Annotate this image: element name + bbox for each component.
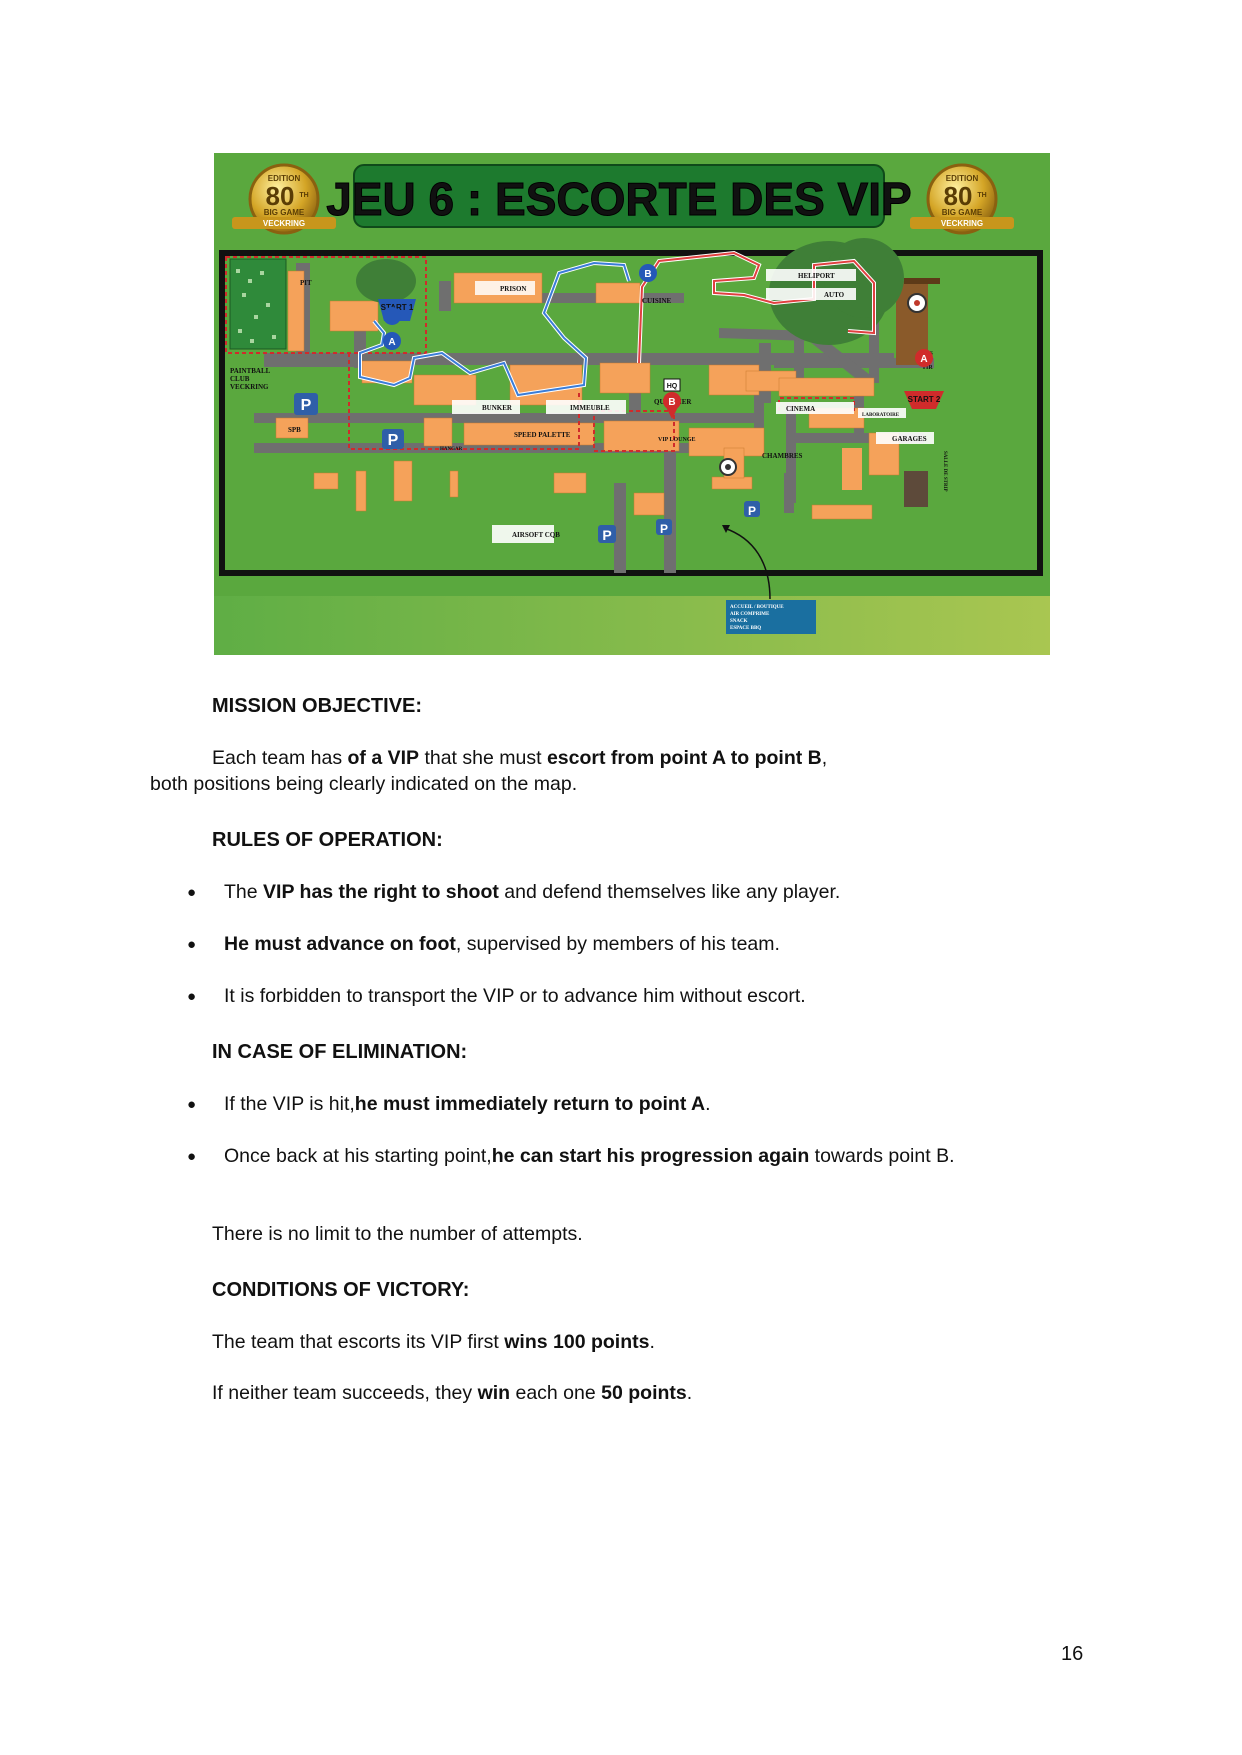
svg-text:AUTO: AUTO [824, 291, 845, 299]
point-a-red-pin: A [915, 349, 933, 367]
point-b-red-pin: B [663, 392, 681, 419]
rules-bullet-2: He must advance on foot, supervised by m… [224, 933, 780, 955]
svg-text:P: P [602, 527, 611, 543]
svg-text:80: 80 [266, 181, 295, 211]
point-b-blue-pin: B [639, 264, 657, 282]
point-a-blue-pin: A [383, 307, 402, 350]
start-2-marker: START 2 [904, 391, 944, 409]
svg-text:EDITION: EDITION [268, 174, 301, 183]
svg-text:HQ: HQ [667, 383, 678, 390]
victory-heading: CONDITIONS OF VICTORY: [212, 1279, 470, 1301]
svg-text:GARAGES: GARAGES [892, 435, 927, 443]
svg-text:BUNKER: BUNKER [482, 404, 513, 412]
rules-bullet-1: The VIP has the right to shoot and defen… [224, 881, 841, 903]
victory-line-2: If neither team succeeds, they win each … [212, 1382, 693, 1404]
bullet-icon: ● [187, 884, 197, 901]
buildings [275, 270, 900, 520]
elimination-bullet-1: If the VIP is hit,he must immediately re… [224, 1093, 711, 1115]
svg-text:SPEED PALETTE: SPEED PALETTE [514, 431, 571, 439]
rules-bullet-3: It is forbidden to transport the VIP or … [224, 985, 806, 1007]
svg-text:TIR: TIR [922, 365, 933, 371]
svg-text:START 2: START 2 [908, 395, 941, 404]
svg-text:A: A [920, 354, 927, 365]
game-map: JEU 6 : ESCORTE DES VIP EDITION 80 TH BI… [214, 153, 1050, 655]
svg-text:VECKRING: VECKRING [941, 219, 983, 228]
svg-text:SPB: SPB [288, 426, 301, 434]
svg-text:BIG GAME: BIG GAME [942, 208, 983, 217]
mission-line-2: both positions being clearly indicated o… [150, 773, 578, 795]
svg-text:CUISINE: CUISINE [642, 297, 672, 305]
bullet-icon: ● [187, 988, 197, 1005]
svg-text:VECKRING: VECKRING [263, 219, 305, 228]
svg-text:SALLE DE STRIP: SALLE DE STRIP [942, 451, 947, 492]
svg-text:80: 80 [944, 181, 973, 211]
svg-text:ESPACE BBQ: ESPACE BBQ [730, 626, 761, 631]
svg-text:PRISON: PRISON [500, 285, 526, 293]
field-boundary [219, 250, 1043, 576]
bullet-icon: ● [187, 936, 197, 953]
svg-text:HANGAR: HANGAR [440, 447, 463, 452]
svg-text:AIRSOFT CQB: AIRSOFT CQB [512, 531, 560, 539]
elimination-heading: IN CASE OF ELIMINATION: [212, 1041, 468, 1063]
svg-text:AIR COMPRIME: AIR COMPRIME [730, 612, 770, 617]
svg-text:TH: TH [977, 192, 986, 199]
svg-text:TH: TH [299, 192, 308, 199]
map-title: JEU 6 : ESCORTE DES VIP [326, 173, 911, 225]
svg-text:VECKRING: VECKRING [230, 383, 269, 391]
map-title-banner: JEU 6 : ESCORTE DES VIP [326, 164, 912, 228]
svg-text:PAINTBALL: PAINTBALL [230, 367, 271, 375]
svg-text:EDITION: EDITION [946, 174, 979, 183]
svg-text:BIG GAME: BIG GAME [264, 208, 305, 217]
elimination-bullet-2: Once back at his starting point,he can s… [224, 1145, 955, 1167]
svg-text:P: P [660, 522, 668, 536]
victory-line-1: The team that escorts its VIP first wins… [212, 1331, 655, 1353]
svg-text:SNACK: SNACK [730, 619, 748, 624]
svg-text:B: B [644, 269, 651, 280]
elimination-note: There is no limit to the number of attem… [212, 1223, 583, 1245]
page-number: 16 [1061, 1643, 1084, 1665]
svg-text:ACCUEIL / BOUTIQUE: ACCUEIL / BOUTIQUE [730, 605, 784, 610]
svg-text:CINEMA: CINEMA [786, 405, 815, 413]
svg-text:P: P [748, 504, 756, 518]
svg-text:B: B [668, 397, 675, 408]
bullet-icon: ● [187, 1096, 197, 1113]
rules-heading: RULES OF OPERATION: [212, 829, 443, 851]
mission-heading: MISSION OBJECTIVE: [212, 695, 423, 717]
edition-badge-right: EDITION 80 TH BIG GAME VECKRING [910, 163, 1014, 235]
edition-badge-left: EDITION 80 TH BIG GAME VECKRING [232, 163, 336, 235]
bullet-icon: ● [187, 1148, 197, 1165]
svg-text:CLUB: CLUB [230, 375, 250, 383]
svg-text:LABORATOIRE: LABORATOIRE [862, 413, 900, 418]
svg-text:CHAMBRES: CHAMBRES [762, 452, 803, 460]
svg-text:P: P [301, 397, 312, 414]
svg-text:P: P [388, 432, 399, 449]
mission-line-1: Each team has of a VIP that she must esc… [212, 747, 828, 769]
svg-text:VIP LOUNGE: VIP LOUNGE [658, 437, 696, 443]
hq-marker: HQ [663, 378, 681, 392]
svg-text:START 1: START 1 [381, 303, 414, 312]
svg-text:HELIPORT: HELIPORT [798, 272, 835, 280]
svg-text:PIT: PIT [300, 279, 312, 287]
svg-text:IMMEUBLE: IMMEUBLE [570, 404, 610, 412]
svg-text:A: A [388, 337, 395, 348]
parking-icons: P P P P P [294, 393, 760, 543]
